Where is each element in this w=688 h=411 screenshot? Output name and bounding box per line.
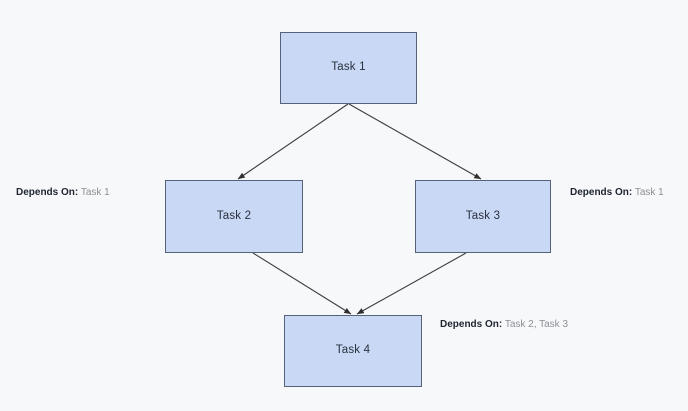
node-task2[interactable]: Task 2 xyxy=(165,180,303,253)
depends-on-key: Depends On: xyxy=(440,319,503,330)
depends-on-label-task2: Depends On: Task 1 xyxy=(16,188,110,198)
node-task2-label: Task 2 xyxy=(216,209,252,222)
depends-on-label-task3: Depends On: Task 1 xyxy=(570,188,664,198)
edge-task1-to-task3 xyxy=(348,103,482,180)
depends-on-value: Task 1 xyxy=(80,187,110,198)
depends-on-value: Task 1 xyxy=(634,187,664,198)
node-task1-label: Task 1 xyxy=(331,61,366,74)
depends-on-label-task4: Depends On: Task 2, Task 3 xyxy=(440,320,568,330)
edge-task1-to-task2 xyxy=(237,103,349,180)
edge-task2-to-task4 xyxy=(252,252,352,315)
node-task3[interactable]: Task 3 xyxy=(415,180,551,253)
node-task4[interactable]: Task 4 xyxy=(284,315,422,387)
depends-on-key: Depends On: xyxy=(16,187,79,198)
depends-on-key: Depends On: xyxy=(570,187,633,198)
node-task1[interactable]: Task 1 xyxy=(280,32,417,104)
node-task3-label: Task 3 xyxy=(465,209,501,222)
edge-task3-to-task4 xyxy=(356,252,467,315)
depends-on-value: Task 2, Task 3 xyxy=(504,319,569,330)
node-task4-label: Task 4 xyxy=(335,344,371,357)
